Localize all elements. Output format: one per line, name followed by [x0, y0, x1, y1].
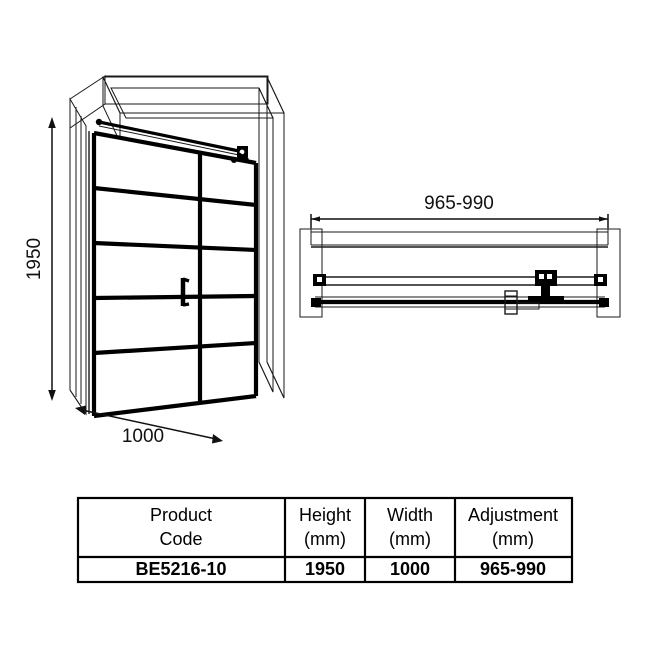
spec-table: Product Code Height (mm) Width (mm) Adju… — [76, 496, 574, 584]
glass-panel — [93, 134, 256, 416]
adjustment-dimension-label: 965-990 — [424, 193, 494, 214]
enclosure-box — [69, 75, 285, 399]
header-width-line1: Width — [387, 505, 433, 525]
height-dimension: 1950 — [24, 117, 56, 401]
table-header-row: Product Code Height (mm) Width (mm) Adju… — [150, 505, 558, 549]
header-adjustment-line1: Adjustment — [468, 505, 558, 525]
glass-mount-right — [599, 298, 609, 307]
header-height-line2: (mm) — [304, 529, 346, 549]
cell-height: 1950 — [305, 559, 345, 579]
door-frame — [88, 130, 259, 419]
door-handle — [180, 277, 190, 307]
adjustment-dimension: 965-990 — [310, 193, 609, 228]
plan-view: 965-990 — [299, 193, 621, 318]
isometric-view: 1950 1000 — [24, 75, 285, 447]
cell-product-code: BE5216-10 — [135, 559, 226, 579]
support-bar-section — [313, 274, 607, 286]
cell-adjustment: 965-990 — [480, 559, 546, 579]
header-adjustment-line2: (mm) — [492, 529, 534, 549]
wall-jamb-profile — [69, 97, 87, 416]
header-product-code-line2: Code — [159, 529, 202, 549]
header-product-code-line1: Product — [150, 505, 212, 525]
width-dimension-label: 1000 — [122, 426, 164, 447]
glass-mount-left — [311, 298, 321, 307]
table-row: BE5216-10 1950 1000 965-990 — [135, 559, 546, 579]
width-dimension: 1000 — [75, 405, 223, 447]
latch-block — [504, 290, 540, 315]
wall-post-left — [299, 228, 323, 318]
height-dimension-label: 1950 — [24, 238, 45, 280]
wall-post-right — [596, 228, 621, 318]
support-bar — [95, 118, 249, 163]
top-rail-section — [311, 231, 608, 248]
header-height-line1: Height — [299, 505, 351, 525]
header-width-line2: (mm) — [389, 529, 431, 549]
support-bracket — [528, 270, 564, 304]
cell-width: 1000 — [390, 559, 430, 579]
